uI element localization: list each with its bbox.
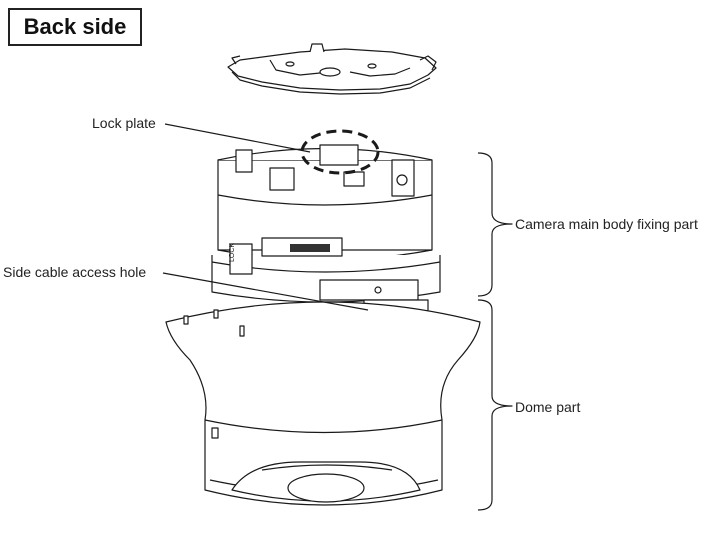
side-cable-access-hole-label: Side cable access hole: [3, 264, 147, 280]
side-cable-leader: [162, 272, 369, 311]
camera-main-body: [211, 144, 441, 325]
lock-plate-label: Lock plate: [92, 115, 156, 131]
lock-plate-highlight: [300, 129, 380, 175]
page-title: Back side: [8, 8, 142, 46]
camera-main-body-fixing-part-label: Camera main body fixing part: [515, 216, 698, 232]
camera-body-bracket: [477, 152, 513, 297]
lock-plate-leader: [164, 123, 311, 153]
dome-bracket: [477, 299, 513, 511]
dome-part: [165, 301, 481, 506]
dome-part-label: Dome part: [515, 399, 581, 415]
lock-marking: LOCK: [229, 243, 236, 262]
mounting-bracket: [227, 43, 437, 95]
